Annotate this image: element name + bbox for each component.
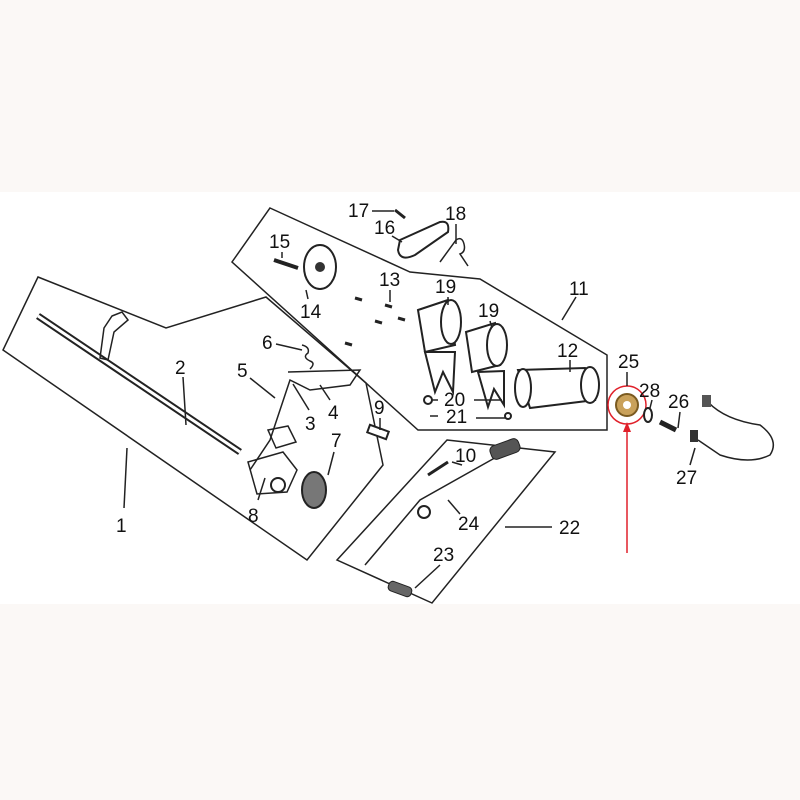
- callout-8: 8: [248, 506, 259, 527]
- bolt-part-26: [658, 419, 678, 433]
- callout-22: 22: [559, 518, 580, 539]
- callout-23: 23: [433, 545, 454, 566]
- callout-18: 18: [445, 204, 466, 225]
- rubber-part-23: [387, 580, 413, 598]
- callout-26: 26: [668, 392, 689, 413]
- callout-4: 4: [328, 403, 339, 424]
- group-box-shift-shaft: [2, 276, 384, 562]
- washer-part-28: [643, 407, 653, 423]
- callout-14: 14: [300, 302, 322, 323]
- sensor-wire-part-27: [697, 401, 775, 461]
- bolt-part-17: [394, 208, 406, 220]
- callout-5: 5: [237, 361, 248, 382]
- callout-12: 12: [557, 341, 578, 362]
- callout-24: 24: [458, 514, 480, 535]
- callout-21: 21: [446, 407, 467, 428]
- callout-6: 6: [262, 333, 273, 354]
- callout-27: 27: [676, 468, 697, 489]
- pin-part-20: [423, 395, 433, 405]
- spring-part-18: [439, 237, 469, 267]
- callout-28: 28: [639, 381, 660, 402]
- callout-25: 25: [618, 352, 639, 373]
- shift-arm-part: [247, 369, 362, 495]
- shift-fork-part-19a: [416, 298, 462, 396]
- shift-drum-part-12: [514, 366, 600, 410]
- spring-part-7: [301, 471, 327, 509]
- callout-2: 2: [175, 358, 186, 379]
- callout-19b: 19: [478, 301, 499, 322]
- leader-lines: [123, 210, 696, 589]
- stopper-arm-part-16: [396, 220, 450, 259]
- bolt-part-10: [427, 460, 449, 477]
- callout-19a: 19: [435, 277, 456, 298]
- callout-9: 9: [374, 398, 385, 419]
- bolt-part-15: [273, 258, 299, 270]
- shift-pedal-part-24: [364, 438, 521, 566]
- callout-11: 11: [569, 279, 589, 300]
- callout-1: 1: [116, 516, 127, 537]
- callout-15: 15: [269, 232, 290, 253]
- shift-shaft-part: [36, 311, 242, 455]
- shift-fork-part-19b: [464, 321, 508, 411]
- diagram-background: [0, 192, 800, 604]
- callout-17: 17: [348, 201, 369, 222]
- callout-13: 13: [379, 270, 400, 291]
- callout-16: 16: [374, 218, 395, 239]
- group-box-shift-drum: [231, 207, 608, 431]
- callout-3: 3: [305, 414, 316, 435]
- spring-part-6: [301, 344, 314, 370]
- pins-part-13: [344, 296, 406, 347]
- callout-20: 20: [444, 390, 465, 411]
- callout-7: 7: [331, 431, 342, 452]
- callout-10: 10: [455, 446, 476, 467]
- pin-part-21: [504, 412, 512, 420]
- bolt-part-9: [365, 423, 391, 441]
